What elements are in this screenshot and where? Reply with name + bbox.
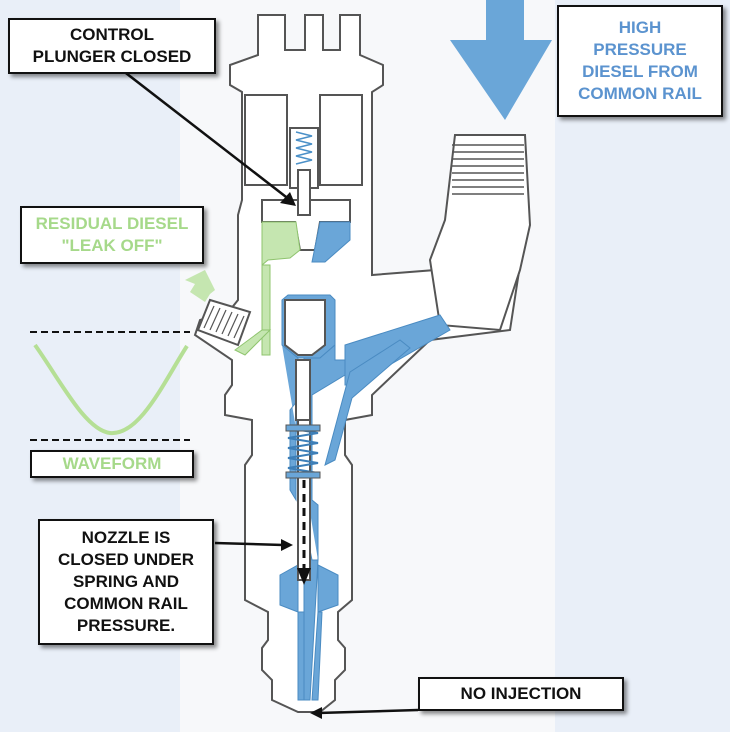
nozzle-needle: [295, 359, 311, 581]
nozzle-spring: [287, 427, 319, 474]
solenoid-spring: [295, 131, 313, 165]
control-plunger: [284, 169, 326, 356]
waveform-label: WAVEFORM: [30, 450, 194, 478]
waveform-graph: [30, 331, 190, 441]
high-pressure-label: HIGH PRESSURE DIESEL FROM COMMON RAIL: [557, 5, 723, 117]
control-plunger-label: CONTROL PLUNGER CLOSED: [8, 18, 216, 74]
leak-off-threads: [203, 305, 245, 339]
residual-diesel-label: RESIDUAL DIESEL "LEAK OFF": [20, 206, 204, 264]
leak-off-arrow: [185, 270, 215, 302]
inlet-arrow: [450, 0, 552, 120]
leader-lines: [121, 69, 419, 715]
leak-off-channel: [234, 221, 301, 356]
nozzle-label: NOZZLE IS CLOSED UNDER SPRING AND COMMON…: [38, 519, 214, 645]
background-right: [555, 0, 730, 732]
inlet-threads: [452, 144, 524, 195]
spring-seat: [285, 424, 321, 479]
inlet-fitting: [428, 134, 532, 332]
no-injection-label: NO INJECTION: [418, 677, 624, 711]
